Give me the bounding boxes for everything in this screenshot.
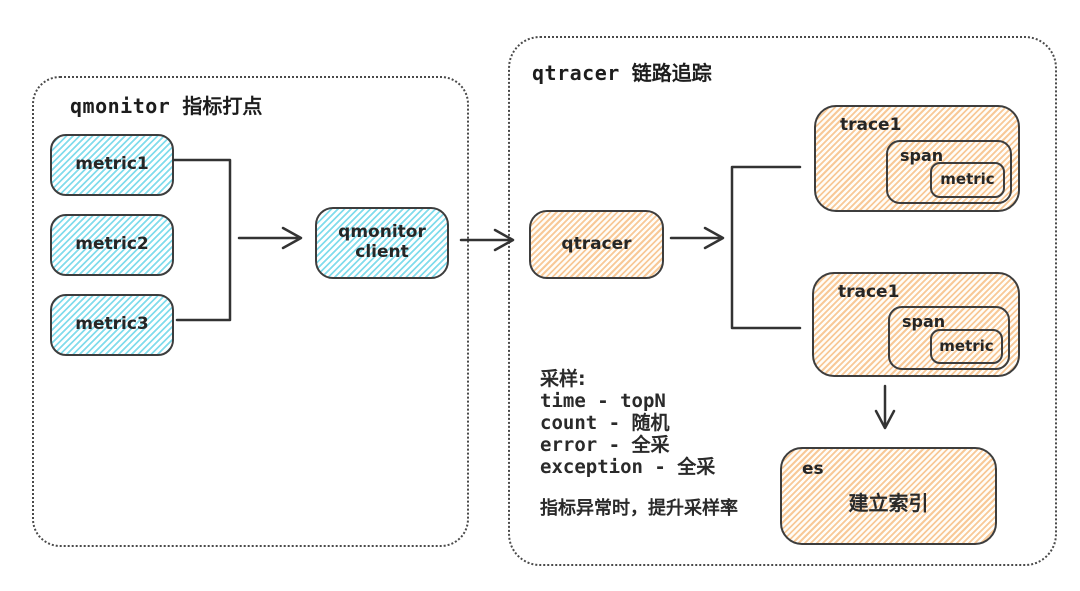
sampling-notes: 采样: time - topN count - 随机 error - 全采 ex… bbox=[540, 368, 738, 520]
metric1-label: metric1 bbox=[75, 154, 149, 175]
qmonitor-panel-title-zh: 指标打点 bbox=[182, 94, 263, 118]
trace-box-bottom: trace1 span metric bbox=[812, 272, 1020, 377]
qmonitor-client-box: qmonitor client bbox=[315, 207, 449, 279]
span-box-top: span metric bbox=[886, 140, 1012, 204]
es-label: es bbox=[802, 459, 824, 479]
qmonitor-panel-title: qmonitor 指标打点 bbox=[70, 90, 262, 119]
metric3-label: metric3 bbox=[75, 314, 149, 335]
qtracer-panel-title: qtracer 链路追踪 bbox=[532, 57, 712, 86]
sampling-heading: 采样: bbox=[540, 368, 586, 390]
sampling-note: 指标异常时，提升采样率 bbox=[540, 498, 738, 519]
qmonitor-panel-title-en: qmonitor bbox=[70, 94, 171, 118]
qtracer-panel: qtracer 链路追踪 qtracer trace1 span metric t… bbox=[508, 36, 1057, 566]
qtracer-label: qtracer bbox=[561, 233, 632, 254]
es-box: es 建立索引 bbox=[780, 447, 997, 545]
qmonitor-panel: qmonitor 指标打点 metric1 metric2 metric3 qmo… bbox=[32, 76, 469, 547]
metric2-box: metric2 bbox=[50, 214, 174, 276]
span-box-bottom: span metric bbox=[888, 306, 1010, 370]
sampling-rule-error: error - 全采 bbox=[540, 434, 670, 456]
span-top-label: span bbox=[900, 146, 944, 165]
trace-bottom-label: trace1 bbox=[838, 282, 900, 302]
metric2-label: metric2 bbox=[75, 234, 149, 255]
metric3-box: metric3 bbox=[50, 294, 174, 356]
qmonitor-client-label-line1: qmonitor bbox=[338, 222, 426, 243]
trace-box-top: trace1 span metric bbox=[814, 105, 1020, 212]
qtracer-panel-title-en: qtracer bbox=[532, 61, 620, 85]
qtracer-panel-title-zh: 链路追踪 bbox=[631, 61, 712, 85]
qtracer-box: qtracer bbox=[529, 210, 664, 279]
metric1-box: metric1 bbox=[50, 134, 174, 196]
es-index-text: 建立索引 bbox=[848, 490, 929, 515]
metric-top-label: metric bbox=[940, 170, 995, 189]
sampling-rule-count: count - 随机 bbox=[540, 412, 670, 434]
qmonitor-client-label-line2: client bbox=[355, 242, 409, 262]
sampling-rule-time: time - topN bbox=[540, 390, 666, 412]
trace-top-label: trace1 bbox=[840, 115, 902, 135]
metric-box-top: metric bbox=[930, 162, 1005, 198]
metric-bottom-label: metric bbox=[939, 336, 994, 355]
span-bottom-label: span bbox=[902, 312, 946, 331]
sampling-rule-exception: exception - 全采 bbox=[540, 456, 716, 478]
metric-box-bottom: metric bbox=[930, 329, 1003, 364]
